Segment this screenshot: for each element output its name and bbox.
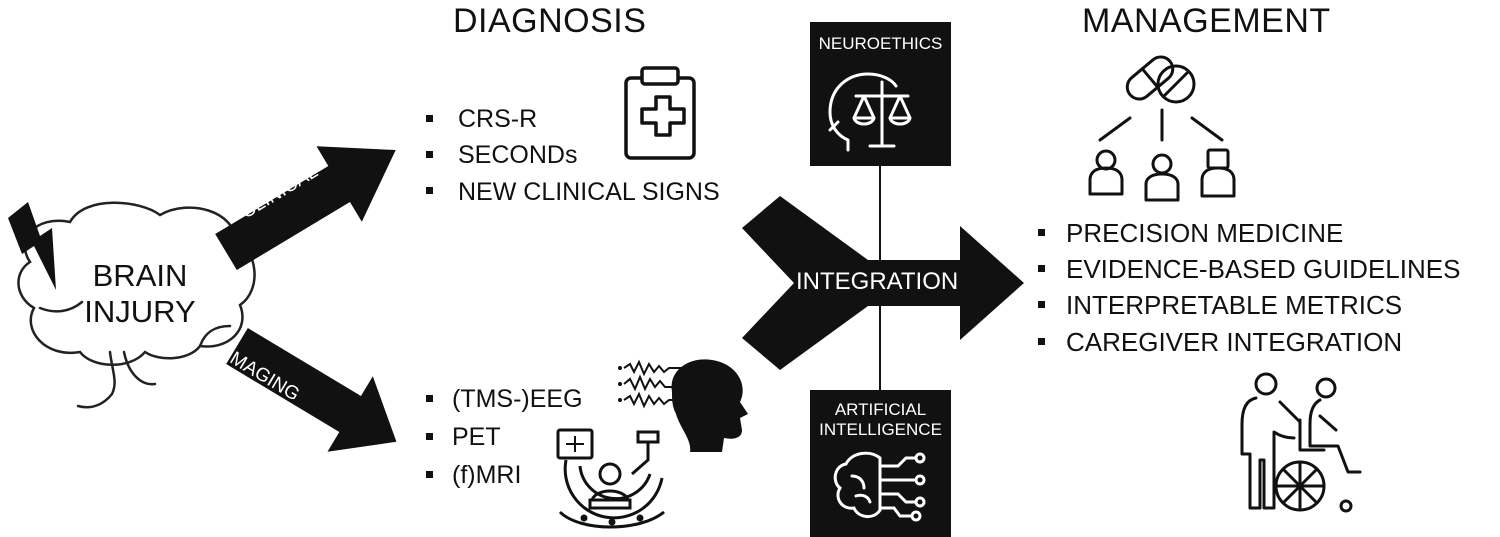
imaging-arrow: [226, 327, 397, 452]
imaging-item-mri: (f)MRI: [452, 461, 522, 489]
brain-line1: BRAIN: [92, 258, 188, 293]
diagnosis-header: DIAGNOSIS: [453, 2, 647, 40]
clinical-item-crsr: CRS-R: [458, 105, 538, 133]
mri-scanner-icon: [556, 428, 665, 529]
ai-brain-circuit-icon: [833, 451, 926, 522]
brain-injury-label: BRAIN INJURY: [60, 258, 220, 329]
clinical-arrow: [215, 146, 396, 271]
integration-arrow: [742, 196, 1024, 370]
mgmt-item-guidelines: EVIDENCE-BASED GUIDELINES: [1066, 254, 1461, 284]
management-header: MANAGEMENT: [1082, 2, 1331, 40]
brain-line2: INJURY: [84, 293, 196, 329]
clipboard-medical-icon: [624, 66, 696, 160]
ai-label-line2: INTELLIGENCE: [819, 419, 942, 439]
ai-label: ARTIFICIAL INTELLIGENCE: [810, 400, 951, 439]
neuroethics-label: NEUROETHICS: [818, 34, 943, 53]
neuroethics-box: [810, 22, 951, 166]
integration-label: INTEGRATION: [796, 268, 959, 295]
clinical-item-new-signs: NEW CLINICAL SIGNS: [458, 178, 720, 206]
eeg-head-icon: [618, 359, 748, 452]
mgmt-item-precision: PRECISION MEDICINE: [1066, 218, 1344, 248]
imaging-item-eeg: (TMS-)EEG: [452, 385, 583, 413]
mgmt-item-caregiver: CAREGIVER INTEGRATION: [1066, 327, 1403, 357]
pills-patients-icon: [1088, 55, 1236, 202]
ai-box: [810, 390, 951, 537]
brain-outline-icon: [17, 201, 256, 409]
ethics-scale-icon: [828, 72, 912, 152]
lightning-icon: [8, 202, 56, 290]
mgmt-item-metrics: INTERPRETABLE METRICS: [1066, 290, 1403, 320]
imaging-item-pet: PET: [452, 423, 501, 451]
clinical-item-seconds: SECONDs: [458, 141, 578, 169]
ai-label-line1: ARTIFICIAL: [834, 400, 927, 419]
caregiver-wheelchair-icon: [1240, 372, 1362, 513]
